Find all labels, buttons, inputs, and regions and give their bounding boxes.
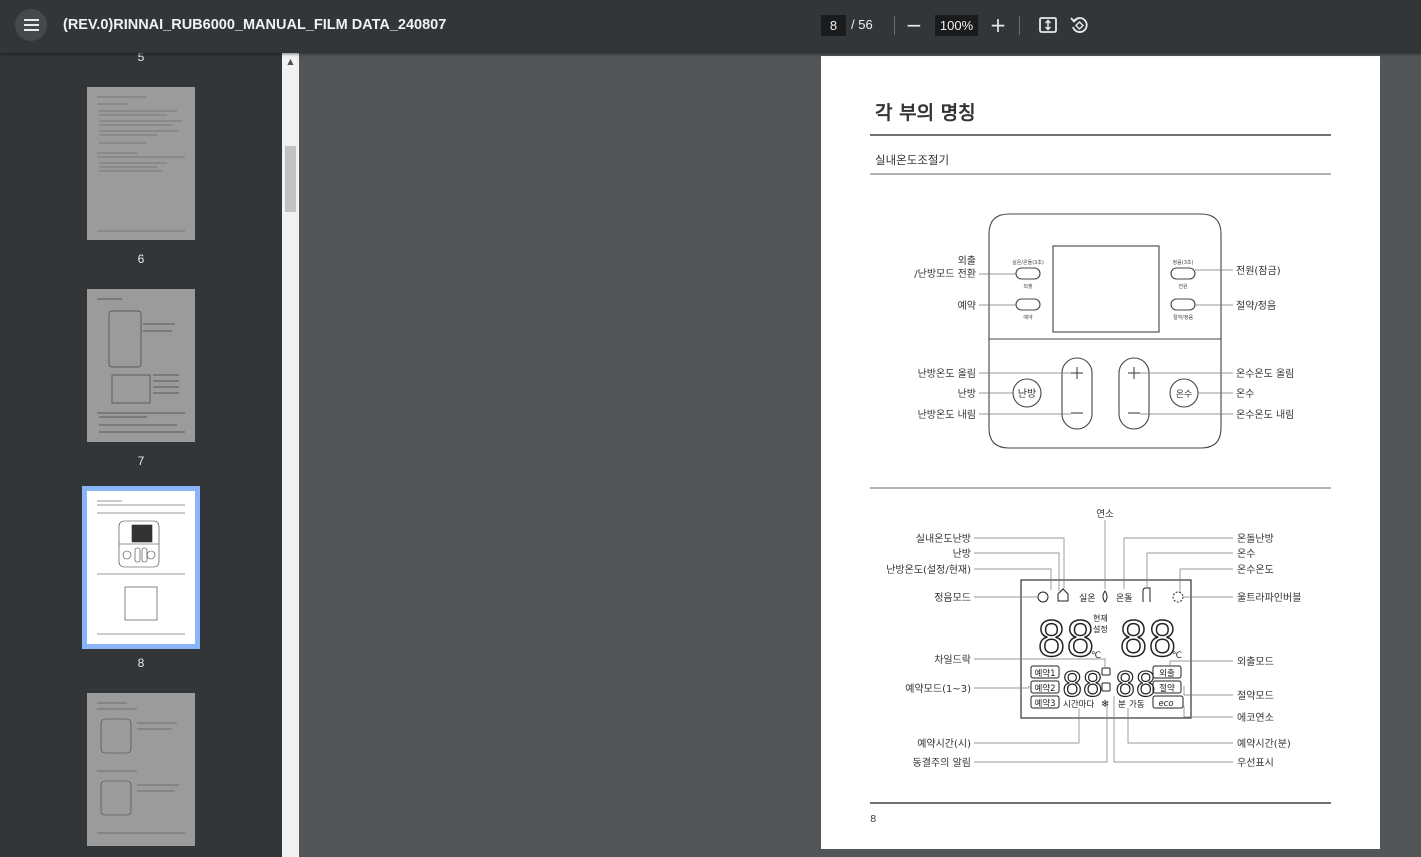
scroll-up-arrow-icon[interactable]: ▲ <box>287 57 294 66</box>
page-content-svg: 각 부의 명칭 실내온도조절기 실온/온돌(3초) 외출 예약 정음(3 <box>870 102 1331 825</box>
fit-to-page-icon[interactable] <box>1035 12 1061 38</box>
thumbnail-page-7[interactable] <box>87 289 195 442</box>
controller-button-sub: 외출 <box>1023 283 1033 290</box>
scrollbar-thumb[interactable] <box>285 146 296 212</box>
callout-reserve-hour: 예약시간(시) <box>917 738 971 750</box>
callout-power: 전원(잠금) <box>1236 265 1281 277</box>
controller-button-sub: 예약 <box>1023 314 1033 321</box>
lcd-save: 절약 <box>1159 683 1175 694</box>
thumbnail-page-6[interactable] <box>87 87 195 240</box>
callout-ultrafine-bubble: 울트라파인버블 <box>1237 592 1301 604</box>
heat-button-label: 난방 <box>1018 388 1036 400</box>
callout-combustion: 연소 <box>1096 509 1114 520</box>
rotate-icon[interactable] <box>1066 12 1092 38</box>
lcd-reserve1: 예약1 <box>1034 668 1055 679</box>
sidebar-scrollbar[interactable]: ▲ <box>282 53 299 857</box>
lcd-room-text: 실온 <box>1079 593 1096 604</box>
callout-heat: 난방 <box>958 388 976 400</box>
lcd-celsius-left: ℃ <box>1091 651 1101 661</box>
lcd-hour-digits: 88 <box>1062 665 1103 705</box>
hamburger-menu-icon[interactable] <box>15 9 47 41</box>
callout-reserve-minute: 예약시간(분) <box>1237 738 1291 750</box>
lcd-reserve3: 예약3 <box>1034 698 1055 709</box>
lcd-ondol-text: 온돌 <box>1116 593 1133 604</box>
callout-out: 외출 <box>958 255 976 267</box>
callout-water-temp-down: 온수온도 내림 <box>1236 409 1294 421</box>
callout-water: 온수 <box>1236 388 1254 400</box>
lcd-celsius-right: ℃ <box>1172 651 1182 661</box>
lcd-display-diagram: 실온 온돌 88 88 현재 설정 ℃ ℃ 예약1 예약2 <box>1020 579 1192 719</box>
callout-eco-combustion: 에코연소 <box>1237 712 1274 724</box>
thumbnail-sidebar: 5 6 <box>0 53 282 857</box>
callout-freeze-alert: 동결주의 알림 <box>913 757 971 769</box>
pdf-page-8: 각 부의 명칭 실내온도조절기 실온/온돌(3초) 외출 예약 정음(3 <box>821 56 1380 849</box>
callout-heat-mode-switch: /난방모드 전환 <box>914 268 976 280</box>
water-button-label: 온수 <box>1176 389 1193 400</box>
callout-out-mode: 외출모드 <box>1237 656 1274 668</box>
callout-heat-icon: 난방 <box>953 548 971 560</box>
page-total: / 56 <box>851 17 873 32</box>
callout-room-temp-heat: 실내온도난방 <box>916 533 971 545</box>
lcd-minute-digits: 88 <box>1115 665 1156 705</box>
lcd-reserve2: 예약2 <box>1034 683 1055 694</box>
callout-heat-temp-up: 난방온도 올림 <box>918 368 976 380</box>
callout-heat-temp-down: 난방온도 내림 <box>918 409 976 421</box>
callout-priority-display: 우선표시 <box>1237 757 1274 769</box>
page-number-input[interactable]: 8 <box>821 15 846 36</box>
thumbnail-page-number: 5 <box>137 53 145 64</box>
callout-water-temp-up: 온수온도 올림 <box>1236 368 1294 380</box>
thumbnail-page-9[interactable] <box>87 693 195 846</box>
page-subheading: 실내온도조절기 <box>875 153 949 167</box>
thumbnail-page-number: 8 <box>137 656 145 670</box>
snowflake-icon: ❄ <box>1101 699 1109 710</box>
controller-button-label: 실온/온돌(3초) <box>1012 259 1044 266</box>
lcd-out: 외출 <box>1159 668 1175 679</box>
lcd-minute: 분 <box>1118 700 1126 710</box>
callout-heat-temp: 난방온도(설정/현재) <box>886 564 971 576</box>
thumbnail-page-number: 7 <box>137 454 145 468</box>
callout-save-mode: 절약모드 <box>1237 689 1274 702</box>
callout-water-temp: 온수온도 <box>1237 564 1274 576</box>
thumbnail-page-8-selected[interactable] <box>82 486 200 649</box>
callout-reserve-mode: 예약모드(1~3) <box>905 683 971 695</box>
pdf-toolbar: (REV.0)RINNAI_RUB6000_MANUAL_FILM DATA_2… <box>0 0 1421 53</box>
callout-quiet-mode: 정음모드 <box>934 592 971 604</box>
lcd-water-temp-digits: 88 <box>1119 612 1177 668</box>
callout-reserve: 예약 <box>958 300 976 312</box>
controller-button-sub: 전원 <box>1178 283 1188 290</box>
callout-child-lock: 차일드락 <box>934 654 971 666</box>
callout-hot-water: 온수 <box>1237 548 1255 560</box>
lcd-setting-text: 설정 <box>1093 624 1108 634</box>
controller-diagram <box>988 213 1222 449</box>
document-title: (REV.0)RINNAI_RUB6000_MANUAL_FILM DATA_2… <box>63 17 447 33</box>
callout-save-quiet: 절약/정음 <box>1236 299 1276 312</box>
controller-button-sub: 절약/정음 <box>1173 314 1193 321</box>
controller-button-label: 정음(3초) <box>1173 259 1194 266</box>
lcd-running: 가동 <box>1129 700 1145 710</box>
zoom-out-button[interactable]: − <box>905 13 923 37</box>
page-heading: 각 부의 명칭 <box>875 102 976 124</box>
callout-ondol-heat: 온돌난방 <box>1237 533 1274 545</box>
lcd-heat-temp-digits: 88 <box>1037 612 1095 668</box>
zoom-input[interactable]: 100% <box>935 15 978 36</box>
toolbar-divider <box>1019 16 1020 35</box>
lcd-eco: eco <box>1158 699 1173 709</box>
zoom-in-button[interactable]: + <box>989 13 1007 37</box>
toolbar-divider <box>894 16 895 35</box>
lcd-current-text: 현재 <box>1093 614 1108 623</box>
thumbnail-page-number: 6 <box>137 252 145 266</box>
lcd-every-hour: 시간마다 <box>1063 699 1094 710</box>
page-footer-number: 8 <box>870 814 876 825</box>
